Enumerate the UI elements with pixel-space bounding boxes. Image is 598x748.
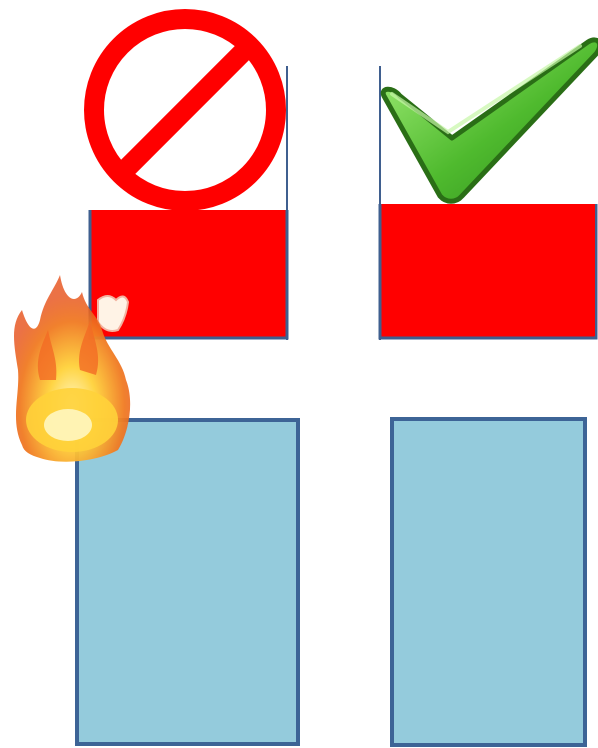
right-panel <box>380 40 598 745</box>
fire-icon <box>14 275 130 462</box>
left-blue-block <box>77 420 298 744</box>
checkmark-icon <box>383 40 598 201</box>
prohibited-icon <box>94 19 276 201</box>
right-blue-block <box>392 419 585 745</box>
right-red-fill <box>382 204 595 336</box>
